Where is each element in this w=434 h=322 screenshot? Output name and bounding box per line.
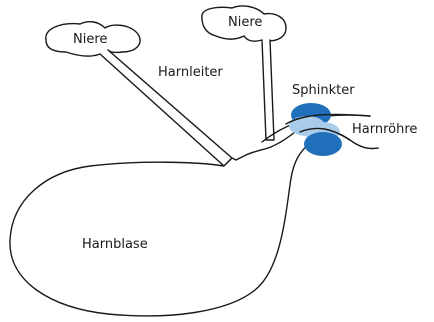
urethra-upper-line-overlay bbox=[285, 113, 371, 125]
label-kidney-right: Niere bbox=[228, 15, 262, 30]
label-sphincter: Sphinkter bbox=[292, 83, 355, 98]
sphincter-lower-dark bbox=[304, 132, 342, 156]
label-urethra: Harnröhre bbox=[352, 122, 417, 137]
right-kidney-and-ureter bbox=[201, 5, 287, 141]
label-bladder: Harnblase bbox=[82, 237, 148, 252]
bladder-outline bbox=[9, 127, 319, 317]
label-ureter: Harnleiter bbox=[158, 65, 223, 80]
label-kidney-left: Niere bbox=[73, 32, 107, 47]
left-kidney-and-ureter bbox=[45, 20, 233, 167]
urethra-lower-line-overlay bbox=[299, 127, 379, 150]
